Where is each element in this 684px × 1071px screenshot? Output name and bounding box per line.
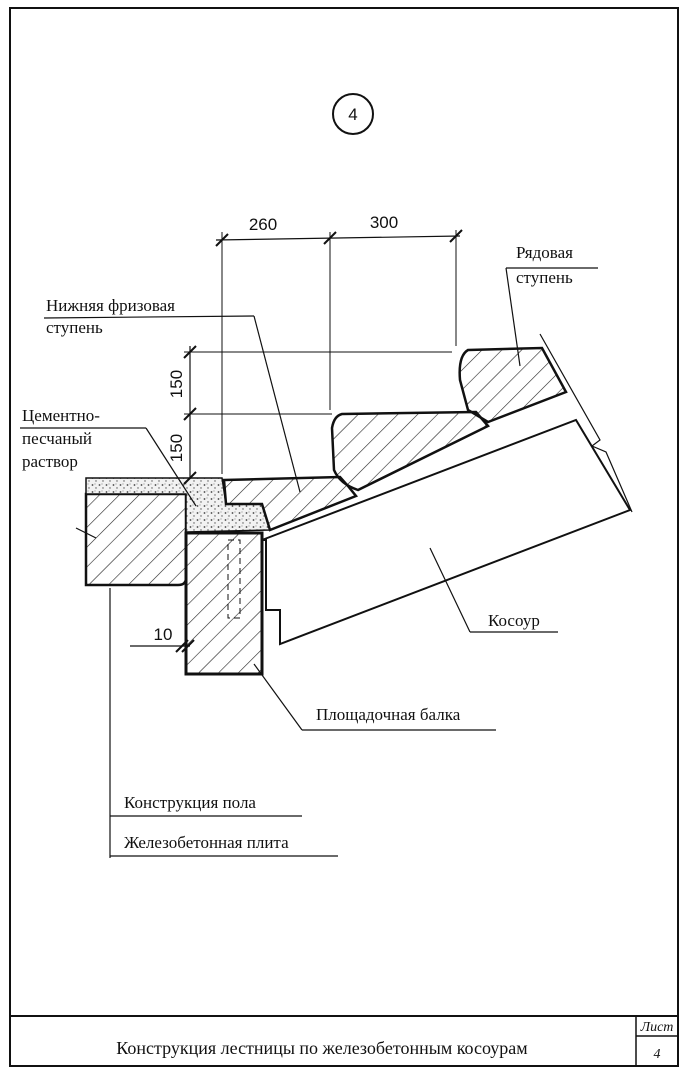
leader-landing-beam <box>253 663 303 731</box>
ordinary-step <box>458 346 568 424</box>
title-block-title: Конструкция лестницы по железобетонным к… <box>116 1038 527 1058</box>
dim-gap-tick-1 <box>175 639 189 653</box>
middle-step <box>330 410 490 492</box>
dim-tick-2 <box>323 231 337 245</box>
label-lower-frieze-step-2: ступень <box>46 318 103 337</box>
landing-beam <box>184 531 264 676</box>
dim-tread-1: 260 <box>249 215 277 234</box>
dim-rise-1: 150 <box>167 370 186 398</box>
dim-rise-2: 150 <box>167 434 186 462</box>
title-block-sheet-number: 4 <box>654 1047 661 1062</box>
leader-ordinary-step <box>505 267 521 367</box>
dim-gap: 10 <box>154 625 173 644</box>
dim-vtick-1 <box>183 345 197 359</box>
label-floor-construction: Конструкция пола <box>124 793 256 812</box>
label-mortar-2: песчаный <box>22 429 92 448</box>
leader-lower-frieze-step <box>253 315 301 493</box>
dim-vtick-3 <box>183 471 197 485</box>
stringer-break-line <box>539 333 633 513</box>
label-ordinary-step-1: Рядовая <box>516 243 573 262</box>
dim-line-horizontal <box>215 235 461 241</box>
label-stringer: Косоур <box>488 611 540 630</box>
slab-break-mark <box>75 527 97 539</box>
label-ordinary-step-2: ступень <box>516 268 573 287</box>
label-landing-beam: Площадочная балка <box>316 705 461 724</box>
label-mortar-3: раствор <box>22 452 78 471</box>
landing-beam-ledge <box>227 539 241 619</box>
title-block-sheet-label: Лист <box>640 1020 674 1035</box>
detail-number: 4 <box>348 105 357 124</box>
label-mortar-1: Цементно- <box>22 406 100 425</box>
leader-mortar <box>145 427 197 507</box>
floor-slab <box>84 492 188 587</box>
label-lower-frieze-step-1: Нижняя фризовая <box>46 296 175 315</box>
detail-marker-circle <box>332 93 374 135</box>
stringer <box>261 418 632 646</box>
dim-tick-3 <box>449 229 463 243</box>
dim-tread-2: 300 <box>370 213 398 232</box>
sheet-frame <box>9 7 679 1067</box>
dim-tick-1 <box>215 233 229 247</box>
leader-stringer <box>429 547 471 633</box>
dim-gap-tick-2 <box>181 639 195 653</box>
dim-vtick-2 <box>183 407 197 421</box>
label-rc-slab: Железобетонная плита <box>124 833 289 852</box>
leader-lower-frieze-step-underline <box>43 315 255 319</box>
